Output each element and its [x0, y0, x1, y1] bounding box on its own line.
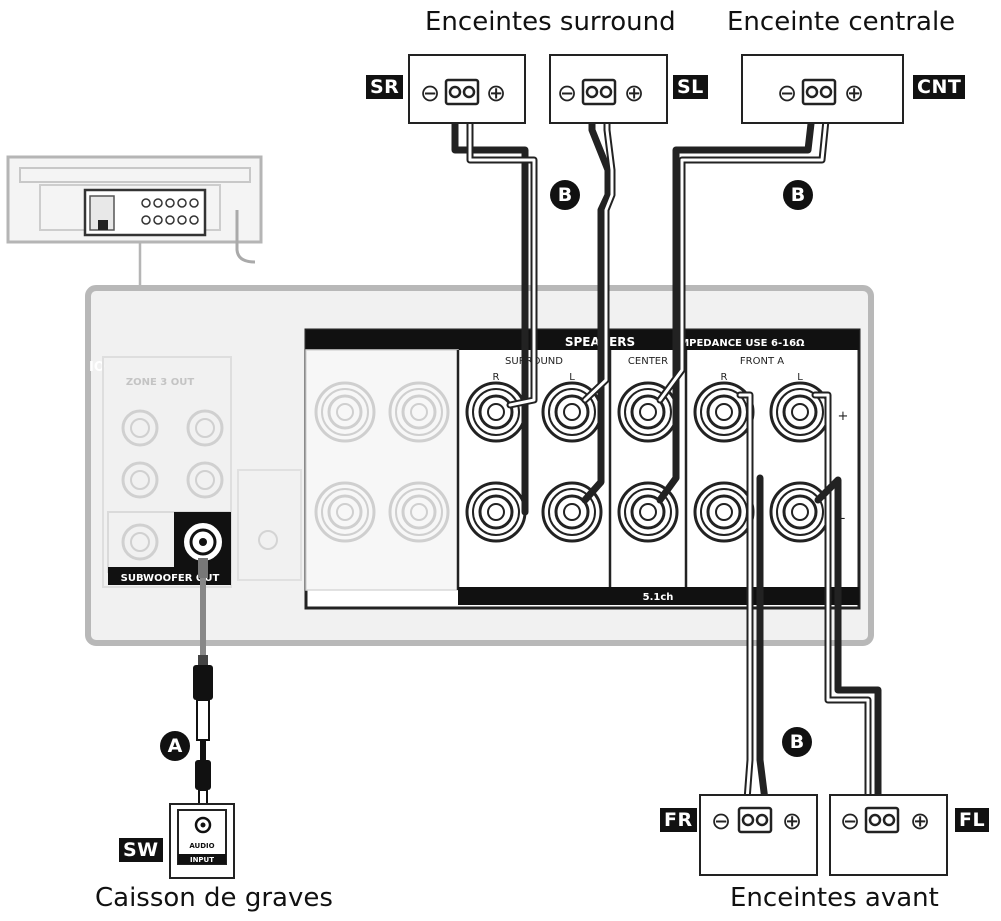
five-one-label: 5.1ch — [643, 592, 674, 603]
subwoofer-out-label: SUBWOOFER OUT — [121, 573, 220, 584]
tag-sl: SL — [673, 75, 708, 99]
panel-edge-text: IO — [89, 360, 105, 375]
front-r-label: R — [721, 372, 728, 383]
tag-sr: SR — [366, 75, 404, 99]
speaker-box-sr: ⊖ ⊕ — [408, 54, 526, 124]
tag-fr: FR — [660, 808, 697, 832]
plus-symbol: ⊕ — [844, 79, 864, 107]
minus-symbol: ⊖ — [420, 79, 440, 107]
speaker-box-fl: ⊖ ⊕ — [829, 794, 948, 876]
caption-subwoofer: Caisson de graves — [95, 883, 333, 913]
cable-label-b: B — [783, 180, 813, 210]
plus-row-label: + — [838, 409, 849, 424]
front-a-section-label: FRONT A — [740, 356, 784, 367]
cable-label-a: A — [160, 731, 190, 761]
zone-out-label: ZONE 3 OUT — [126, 377, 194, 388]
minus-symbol: ⊖ — [840, 807, 860, 835]
cable-label-b: B — [550, 180, 580, 210]
caption-front: Enceintes avant — [730, 883, 939, 913]
speakers-terminal-block: SPEAKERS IMPEDANCE USE 6-16Ω SURROUND CE… — [304, 328, 861, 610]
minus-symbol: ⊖ — [557, 79, 577, 107]
input-label: INPUT — [190, 856, 214, 864]
subwoofer-cable — [193, 558, 213, 805]
minus-row-label: - — [841, 511, 846, 526]
impedance-label: IMPEDANCE USE 6-16Ω — [675, 338, 805, 349]
speaker-box-cnt: ⊖ ⊕ — [741, 54, 904, 124]
plus-symbol: ⊕ — [782, 807, 802, 835]
tag-cnt: CNT — [913, 75, 966, 99]
tag-sw: SW — [119, 838, 163, 862]
surround-r-label: R — [493, 372, 500, 383]
minus-symbol: ⊖ — [711, 807, 731, 835]
caption-center: Enceinte centrale — [727, 7, 956, 37]
cable-label-b: B — [782, 727, 812, 757]
speaker-box-fr: ⊖ ⊕ — [699, 794, 818, 876]
plus-symbol: ⊕ — [486, 79, 506, 107]
plus-symbol: ⊕ — [910, 807, 930, 835]
audio-label: AUDIO — [189, 842, 214, 850]
tag-fl: FL — [955, 808, 990, 832]
caption-surround: Enceintes surround — [425, 7, 676, 37]
surround-l-label: L — [569, 372, 575, 383]
speaker-box-sl: ⊖ ⊕ — [549, 54, 668, 124]
receiver-thumbnail — [6, 155, 263, 288]
minus-symbol: ⊖ — [777, 79, 797, 107]
subwoofer-box: AUDIO INPUT — [169, 803, 235, 879]
plus-symbol: ⊕ — [624, 79, 644, 107]
center-section-label: CENTER — [628, 356, 668, 367]
front-l-label: L — [797, 372, 803, 383]
